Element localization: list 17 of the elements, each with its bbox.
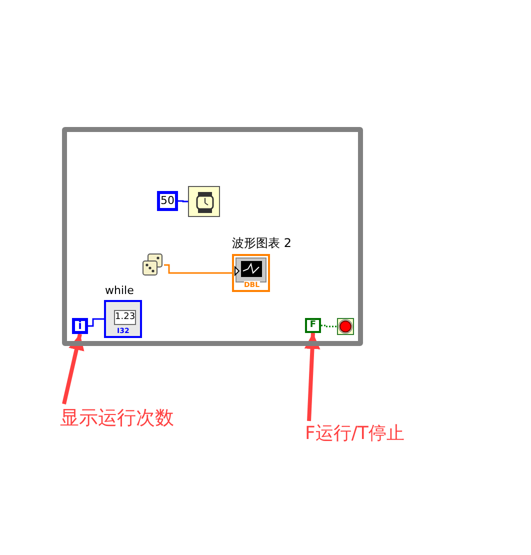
chart-label: 波形图表 2	[232, 236, 292, 250]
wire	[88, 318, 104, 327]
indicator-label: while	[105, 284, 134, 297]
loop-frame	[62, 127, 363, 346]
arrow	[304, 332, 320, 422]
arrow	[62, 334, 84, 404]
wire	[321, 324, 337, 328]
annotation: F运行/T停止	[305, 421, 419, 447]
wire	[178, 200, 188, 202]
annotation: 显示运行次数	[60, 404, 182, 432]
dice-icon	[142, 253, 164, 277]
wire	[164, 264, 232, 274]
value-display: 1.23	[114, 310, 136, 325]
stop-button	[337, 318, 354, 335]
wait-icon	[188, 186, 220, 217]
numeric-constant: 50	[157, 191, 178, 211]
boolean-constant: F	[305, 318, 321, 333]
